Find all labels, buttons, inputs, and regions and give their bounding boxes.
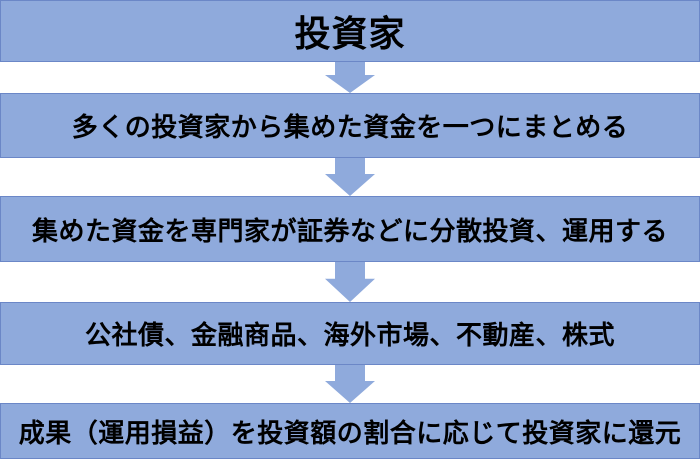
flow-step-expert-diversified-investment-label: 集めた資金を専門家が証券などに分散投資、運用する — [31, 215, 668, 246]
down-arrow-icon — [325, 62, 375, 93]
flow-step-asset-classes: 公社債、金融商品、海外市場、不動産、株式 — [0, 302, 700, 365]
down-arrow-3 — [0, 262, 700, 302]
flow-step-expert-diversified-investment: 集めた資金を専門家が証券などに分散投資、運用する — [0, 196, 700, 262]
down-arrow-2 — [0, 158, 700, 196]
flow-step-investor: 投資家 — [0, 0, 700, 62]
flow-step-asset-classes-label: 公社債、金融商品、海外市場、不動産、株式 — [84, 320, 615, 350]
down-arrow-4 — [0, 365, 700, 403]
flow-step-return-to-investors-label: 成果（運用損益）を投資額の割合に応じて投資家に還元 — [18, 417, 682, 448]
flow-step-investor-label: 投資家 — [294, 13, 406, 54]
flow-step-pool-funds: 多くの投資家から集めた資金を一つにまとめる — [0, 93, 700, 158]
down-arrow-1 — [0, 62, 700, 93]
down-arrow-icon — [325, 158, 375, 196]
down-arrow-icon — [325, 365, 375, 403]
flow-step-return-to-investors: 成果（運用損益）を投資額の割合に応じて投資家に還元 — [0, 403, 700, 459]
flow-step-pool-funds-label: 多くの投資家から集めた資金を一つにまとめる — [71, 112, 629, 142]
down-arrow-icon — [325, 262, 375, 302]
